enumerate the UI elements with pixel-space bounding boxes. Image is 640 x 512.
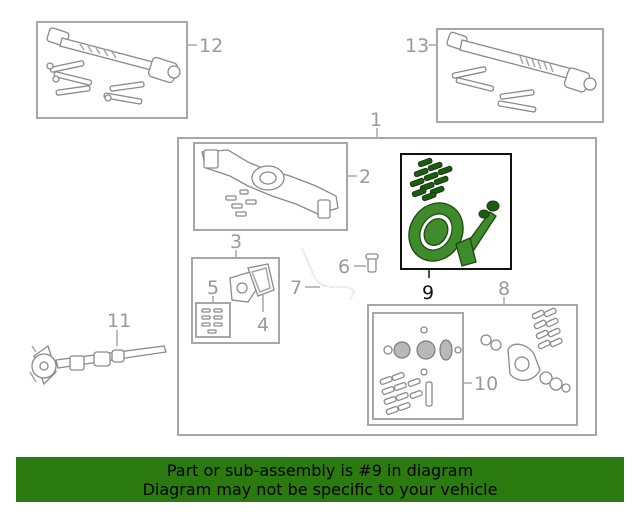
front-driveshaft-group: 12 [36, 21, 223, 119]
banner-line-2: Diagram may not be specific to your vehi… [142, 480, 498, 499]
front-driveshaft-illustration[interactable] [46, 27, 181, 105]
differential-gears-illustration[interactable] [379, 326, 462, 415]
axle-shaft-illustration[interactable] [29, 344, 167, 386]
callout-label-1: 1 [370, 109, 382, 131]
callout-label-10: 10 [474, 373, 498, 395]
vent-tube-illustration[interactable] [301, 247, 355, 301]
diff-cover-illustration[interactable] [229, 263, 275, 303]
callout-label-11: 11 [107, 310, 131, 332]
callout-label-7: 7 [290, 277, 302, 299]
axle-housing-group: 2 [193, 142, 371, 231]
callout-label-9: 9 [422, 282, 434, 304]
callout-box-1 [177, 137, 597, 436]
callout-label-5: 5 [207, 277, 219, 299]
differential-group: 8 10 [367, 278, 578, 426]
callout-label-3: 3 [230, 231, 242, 253]
cover-bolts-illustration[interactable] [201, 308, 223, 334]
axle-housing-illustration[interactable] [201, 149, 339, 219]
diff-cover-group: 3 4 5 [191, 231, 280, 344]
vent-fitting-illustration[interactable] [365, 253, 379, 273]
callout-label-13: 13 [405, 35, 429, 57]
banner-line-1: Part or sub-assembly is #9 in diagram [166, 461, 474, 480]
callout-label-8: 8 [498, 278, 510, 300]
ring-pinion-group: 9 [398, 153, 512, 304]
callout-label-6: 6 [338, 256, 350, 278]
callout-box-8 [367, 304, 578, 426]
callout-label-12: 12 [199, 35, 223, 57]
status-banner: Part or sub-assembly is #9 in diagram Di… [16, 457, 624, 502]
callout-box-13 [436, 28, 604, 123]
callout-box-9 [400, 153, 512, 270]
callout-box-12 [36, 21, 188, 119]
rear-driveshaft-group: 13 [405, 28, 604, 123]
ring-and-pinion-gear-set[interactable] [398, 157, 500, 271]
vent-group: 7 6 [290, 247, 379, 301]
differential-case-illustration[interactable] [480, 307, 571, 393]
axle-shaft-group: 11 [29, 310, 167, 386]
callout-box-10 [372, 312, 464, 420]
callout-box-2 [193, 142, 348, 231]
rear-driveshaft-illustration[interactable] [446, 31, 597, 113]
callout-label-2: 2 [359, 166, 371, 188]
axle-assembly-group: 1 [177, 109, 597, 436]
callout-label-4: 4 [257, 314, 269, 336]
